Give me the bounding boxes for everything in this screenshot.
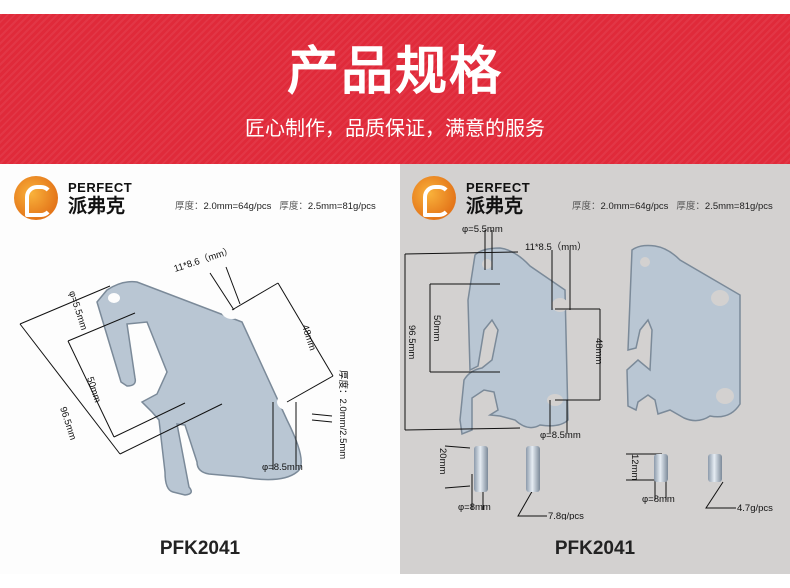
dim-48: 48mm [299,324,318,353]
dim-pin-long-weight: 7.8g/pcs [548,511,584,520]
model-number: PFK2041 [159,538,241,559]
dim-pin-short-dia: φ=8mm [642,494,675,505]
dim-big-hole: φ=8.5mm [540,430,581,441]
dim-thickness: 厚度：2.0mm/2.5mm [337,370,349,459]
spec-2mm: 2.0mm=64g/pcs [203,201,272,212]
dim-big-hole: φ=8.5mm [262,462,303,473]
spec-2_5mm: 2.5mm=81g/pcs [307,201,376,212]
bracket-diagram-right: φ=5.5mm 11*8.5（mm） 50mm 48mm 96.5mm φ=8.… [404,224,773,520]
brand-logo: PERFECT 派弗克 [14,176,132,220]
header-banner: 产品规格 匠心制作，品质保证，满意的服务 [0,14,790,164]
dim-pin-long-length: 20mm [437,448,448,474]
dim-50: 50mm [84,376,103,405]
page-subtitle: 匠心制作，品质保证，满意的服务 [245,116,545,140]
page-title: 产品规格 [286,42,503,102]
pin-short-2 [708,454,722,482]
dim-slot: 11*8.6（mm） [172,244,234,274]
brand-name-cn: 派弗克 [466,194,524,217]
model-number: PFK2041 [554,538,636,559]
dim-50: 50mm [431,315,442,341]
dim-small-hole: φ=5.5mm [462,224,503,235]
spec-2_5mm: 2.5mm=81g/pcs [704,201,773,212]
dim-48: 48mm [593,338,604,364]
dim-pin-long-dia: φ=8mm [458,502,491,513]
dim-total: 96.5mm [57,406,78,442]
dim-pin-short-weight: 4.7g/pcs [737,503,773,514]
perfect-logo-icon [412,176,456,220]
pin-long-2 [526,446,540,492]
bracket-diagram-left: 11*8.6（mm） φ=5.5mm 48mm 50mm 96.5mm 厚度：2… [19,244,349,496]
dim-slot: 11*8.5（mm） [525,241,587,253]
pin-long-1 [474,446,488,492]
brand-name-cn: 派弗克 [68,194,126,217]
dim-pin-short-length: 12mm [629,454,640,480]
brand-name-en: PERFECT [68,179,133,195]
pin-short-1 [654,454,668,482]
brand-name-en: PERFECT [466,179,531,195]
perfect-logo-icon [14,176,58,220]
dim-total: 96.5mm [406,325,417,359]
brand-logo: PERFECT 派弗克 [412,176,530,220]
spec-2mm: 2.0mm=64g/pcs [600,201,669,212]
